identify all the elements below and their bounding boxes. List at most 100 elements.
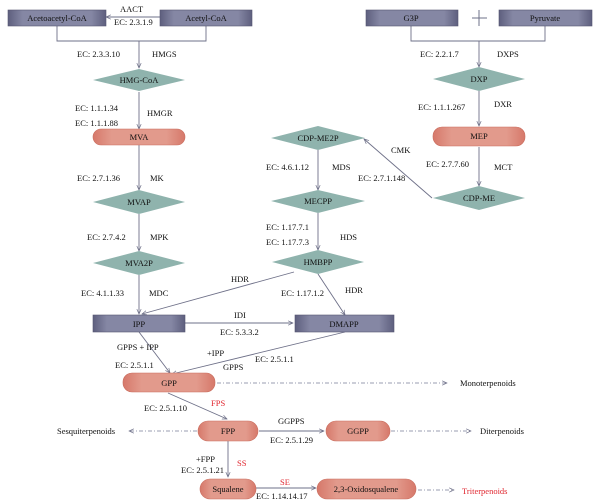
enzyme-mpk: MPK — [150, 232, 169, 242]
node-label: FPP — [221, 426, 235, 436]
product-connectors — [129, 383, 471, 490]
node-mecpp[interactable]: MECPP — [271, 190, 365, 213]
node-label: 2,3-Oxidosqualene — [334, 484, 399, 494]
node-dmapp[interactable]: DMAPP — [294, 314, 395, 333]
arrow-hdr-dmapp — [317, 273, 345, 315]
node-label: Acetoacetyl-CoA — [27, 13, 87, 23]
enzyme-hdr-dmapp: HDR — [345, 285, 363, 295]
node-mvap[interactable]: MVAP — [93, 190, 185, 214]
ec-gpps: EC: 2.5.1.1 — [255, 354, 294, 364]
ec-hdr: EC: 1.17.1.2 — [281, 288, 324, 298]
node-mva2p[interactable]: MVA2P — [93, 251, 185, 275]
ec-aact: EC: 2.3.1.9 — [114, 17, 153, 27]
node-hmbpp[interactable]: HMBPP — [272, 250, 364, 274]
node-label: GPP — [161, 378, 177, 388]
node-label: MVA — [130, 132, 150, 142]
enzyme-ss: SS — [237, 458, 247, 468]
node-label: MVAP — [127, 197, 151, 207]
arrow-gpps-ipp — [138, 331, 170, 373]
ec-dxps: EC: 2.2.1.7 — [420, 49, 459, 59]
node-squalene[interactable]: Squalene — [199, 478, 257, 500]
enzyme-hmgr: HMGR — [147, 108, 173, 118]
arrow-gpps-dmapp — [172, 331, 346, 374]
ec-hds-1: EC: 1.17.7.1 — [266, 222, 309, 232]
ec-hmgr-2: EC: 1.1.1.88 — [75, 118, 118, 128]
ec-ss: EC: 2.5.1.21 — [181, 465, 224, 475]
node-cdp-me[interactable]: CDP-ME — [433, 186, 525, 210]
product-diterpenoids: Diterpenoids — [480, 426, 524, 436]
node-fpp[interactable]: FPP — [197, 420, 259, 442]
ec-dxr: EC: 1.1.1.267 — [418, 102, 465, 112]
ec-hmgs: EC: 2.3.3.10 — [77, 49, 120, 59]
node-gpp[interactable]: GPP — [122, 372, 216, 393]
node-label: CDP-ME2P — [297, 133, 338, 143]
node-mva[interactable]: MVA — [92, 128, 186, 146]
node-ipp[interactable]: IPP — [92, 314, 186, 333]
enzyme-plus-ipp: +IPP — [207, 348, 224, 358]
ec-ggpps: EC: 2.5.1.29 — [270, 435, 313, 445]
enzyme-idi: IDI — [234, 310, 246, 320]
enzyme-hmgs: HMGS — [152, 49, 177, 59]
node-mep[interactable]: MEP — [432, 126, 526, 147]
product-triterpenoids: Triterpenoids — [462, 486, 508, 496]
node-label: IPP — [133, 319, 146, 329]
node-label: CDP-ME — [463, 193, 495, 203]
ec-mdc: EC: 4.1.1.33 — [81, 288, 124, 298]
node-hmg-coa[interactable]: HMG-CoA — [93, 69, 185, 91]
node-acetyl-coa[interactable]: Acetyl-CoA — [159, 9, 253, 27]
enzyme-cmk: CMK — [391, 145, 411, 155]
node-label: MVA2P — [125, 258, 153, 268]
plus-sign — [472, 10, 487, 26]
node-oxidosqualene[interactable]: 2,3-Oxidosqualene — [316, 478, 417, 500]
node-ggpp[interactable]: GGPP — [325, 420, 391, 442]
ec-fps: EC: 2.5.1.10 — [144, 403, 187, 413]
arrow-hdr-ipp — [142, 271, 295, 314]
node-label: DMAPP — [329, 319, 359, 329]
node-dxp[interactable]: DXP — [433, 67, 525, 91]
node-label: MECPP — [304, 196, 332, 206]
arrow-fps — [167, 392, 227, 420]
enzyme-fps: FPS — [211, 398, 225, 408]
ec-idi: EC: 5.3.3.2 — [220, 327, 259, 337]
node-g3p[interactable]: G3P — [365, 9, 459, 27]
node-pyruvate[interactable]: Pyruvate — [498, 9, 593, 27]
node-label: GGPP — [347, 426, 369, 436]
node-acetoacetyl-coa[interactable]: Acetoacetyl-CoA — [7, 9, 107, 27]
ec-hmgr-1: EC: 1.1.1.34 — [75, 103, 119, 113]
node-label: G3P — [403, 13, 418, 23]
ec-mds: EC: 4.6.1.12 — [266, 162, 309, 172]
node-label: Pyruvate — [530, 13, 560, 23]
enzyme-mct: MCT — [494, 162, 513, 172]
ec-hds-2: EC: 1.17.7.3 — [266, 237, 309, 247]
arrow-cmk — [364, 139, 433, 199]
ec-se: EC: 1.14.14.17 — [256, 491, 307, 501]
enzyme-gpps-ipp: GPPS + IPP — [117, 342, 159, 352]
enzyme-plus-fpp: +FPP — [196, 454, 215, 464]
enzyme-mdc: MDC — [149, 288, 169, 298]
node-label: Squalene — [212, 484, 243, 494]
ec-mk: EC: 2.7.1.36 — [77, 173, 120, 183]
ec-mct: EC: 2.7.7.60 — [426, 159, 469, 169]
bracket-acetyl — [56, 25, 207, 42]
ec-gpps-ipp: EC: 2.5.1.1 — [115, 360, 154, 370]
enzyme-aact: AACT — [120, 4, 144, 14]
node-label: HMBPP — [304, 257, 333, 267]
enzyme-hds: HDS — [340, 232, 357, 242]
enzyme-hdr-ipp: HDR — [231, 274, 249, 284]
node-label: Acetyl-CoA — [185, 13, 227, 23]
node-label: MEP — [470, 131, 488, 141]
enzyme-ggpps: GGPPS — [278, 416, 305, 426]
enzyme-labels: AACT EC: 2.3.1.9 EC: 2.3.3.10 HMGS EC: 1… — [75, 4, 519, 501]
enzyme-dxps: DXPS — [497, 49, 519, 59]
product-sesquiterpenoids: Sesquiterpenoids — [57, 426, 115, 436]
bracket-g3p-pyruvate — [410, 25, 546, 42]
enzyme-gpps: GPPS — [223, 362, 244, 372]
node-cdp-me2p[interactable]: CDP-ME2P — [271, 126, 365, 150]
node-label: DXP — [470, 74, 487, 84]
node-label: HMG-CoA — [120, 75, 160, 85]
enzyme-se: SE — [280, 477, 290, 487]
connectors — [56, 17, 546, 488]
ec-cmk: EC: 2.7.1.148 — [358, 173, 405, 183]
product-monoterpenoids: Monoterpenoids — [460, 378, 516, 388]
